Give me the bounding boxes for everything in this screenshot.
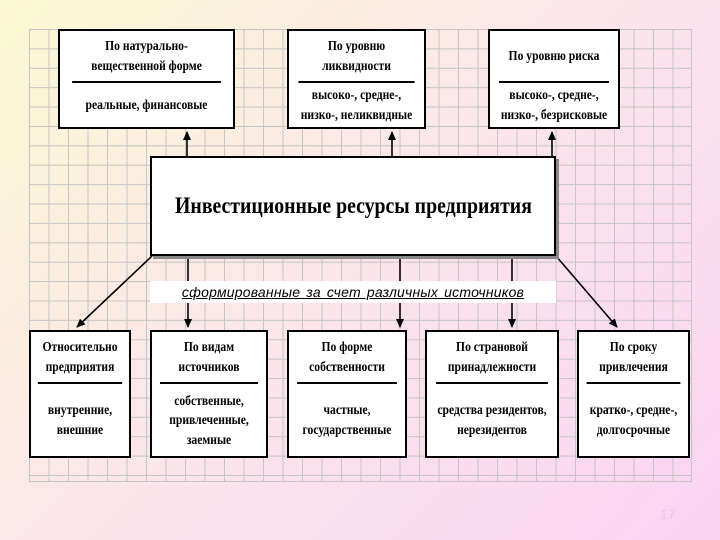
box-header: Относительно предприятия (37, 332, 123, 384)
top-box-risk: По уровню риска высоко-, средне-, низко-… (488, 29, 620, 129)
bottom-box-relative: Относительно предприятия внутренние, вне… (29, 330, 131, 458)
box-value: реальные, финансовые (85, 97, 208, 113)
bottom-box-country: По страновой принадлежности средства рез… (425, 330, 559, 458)
box-header: По уровню риска (498, 31, 610, 83)
bottom-box-source-types: По видам источников собственные, привлеч… (150, 330, 268, 458)
box-value: частные, государственные (302, 402, 392, 437)
center-title-box: Инвестиционные ресурсы предприятия (150, 156, 556, 256)
box-header: По страновой принадлежности (436, 332, 548, 384)
box-header: По сроку привлечения (586, 332, 681, 384)
box-header: По видам источников (159, 332, 259, 384)
page-number: 17 (660, 506, 676, 522)
box-value: собственные, привлеченные, заемные (169, 392, 249, 447)
arrow-to-bottom-box-1 (76, 255, 153, 328)
subtitle-text: сформированные за счет различных источни… (181, 284, 525, 300)
subtitle-banner: сформированные за счет различных источни… (150, 281, 556, 303)
bottom-box-ownership: По форме собственности частные, государс… (287, 330, 407, 458)
box-value: высоко-, средне-, низко-, неликвидные (300, 87, 413, 122)
arrow-to-bottom-box-5 (555, 255, 618, 328)
box-value: внутренние, внешние (47, 402, 113, 437)
box-value: кратко-, средне-, долгосрочные (589, 402, 678, 437)
bottom-box-term: По сроку привлечения кратко-, средне-, д… (577, 330, 690, 458)
box-value: высоко-, средне-, низко-, безрисковые (500, 87, 608, 122)
box-header: По натурально- вещественной форме (72, 31, 221, 83)
top-box-natural-form: По натурально- вещественной форме реальн… (58, 29, 235, 129)
box-header: По уровню ликвидности (298, 31, 415, 83)
center-title: Инвестиционные ресурсы предприятия (174, 193, 532, 218)
box-value: средства резидентов, нерезидентов (437, 402, 547, 437)
top-box-liquidity: По уровню ликвидности высоко-, средне-, … (287, 29, 426, 129)
box-header: По форме собственности (297, 332, 397, 384)
